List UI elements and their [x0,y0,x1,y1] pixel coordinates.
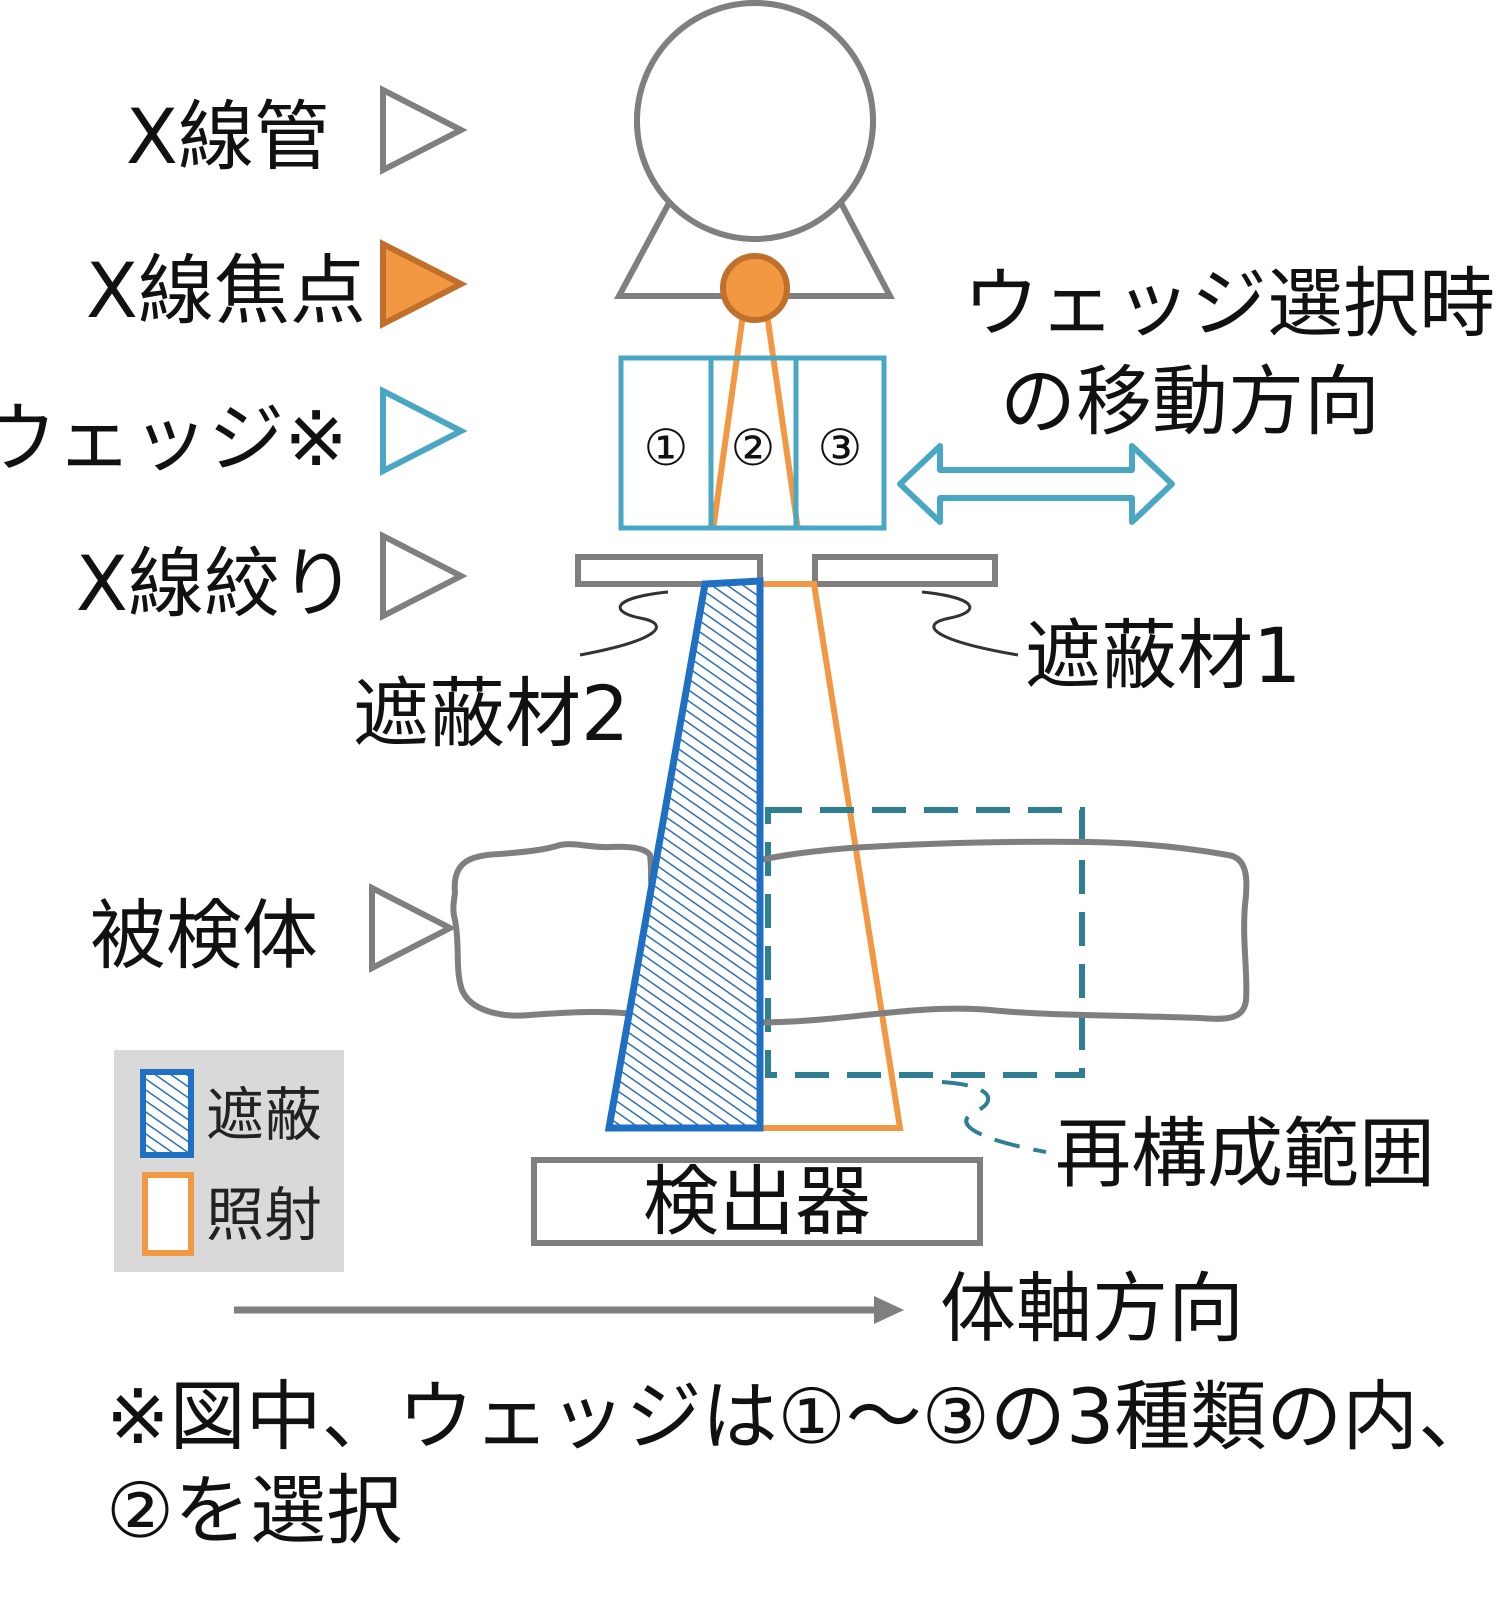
xray-tube [613,0,895,299]
legend-irradiation-swatch [142,1172,194,1256]
collimator-plate-right [812,554,998,587]
leader-shield1 [921,590,1019,657]
legend-shield-swatch [140,1069,194,1158]
label-wedge-direction-2: の移動方向 [1000,357,1380,446]
leader-recon [941,1080,1047,1154]
label-body-axis: 体軸方向 [940,1264,1244,1353]
arrow-collimator [380,531,468,621]
collimator-plates [575,554,998,587]
focal-spot [720,253,790,323]
label-focal-spot: X線焦点 [86,246,366,335]
beam-upper [710,299,801,531]
legend-shield-label: 遮蔽 [206,1081,322,1149]
arrow-xray-tube [380,85,468,175]
arrow-subject [369,883,457,973]
shield-region [604,577,764,1132]
legend: 遮蔽 照射 [114,1050,344,1272]
body-axis-arrow [234,1296,904,1324]
label-wedge-direction-1: ウェッジ選択時 [963,259,1495,348]
label-xray-tube: X線管 [126,92,330,181]
patient-outline [450,838,1250,1026]
wedge-number-2: ② [731,419,776,477]
wedge-direction-arrow [897,443,1175,525]
label-shield2: 遮蔽材2 [353,669,629,758]
arrow-focal-spot [380,239,468,329]
label-wedge: ウェッジ※ [0,394,348,483]
xray-tube-circle-top [634,0,876,242]
wedge-number-3: ③ [818,419,863,477]
recon-range-box [765,807,1085,1078]
label-shield1: 遮蔽材1 [1025,611,1301,700]
label-collimator: X線絞り [76,539,356,628]
wedge-box [618,355,887,531]
arrow-wedge [380,386,468,476]
detector-label: 検出器 [643,1157,871,1246]
label-recon-range: 再構成範囲 [1055,1109,1435,1198]
label-subject: 被検体 [90,891,318,980]
wedge-number-1: ① [644,419,689,477]
leader-shield2 [579,590,669,657]
legend-irradiation-label: 照射 [206,1181,322,1249]
note-line-1: ※図中、ウェッジは①～③の3種類の内、 [106,1372,1494,1461]
detector-box [531,1157,983,1246]
note-line-2: ②を選択 [106,1466,402,1555]
